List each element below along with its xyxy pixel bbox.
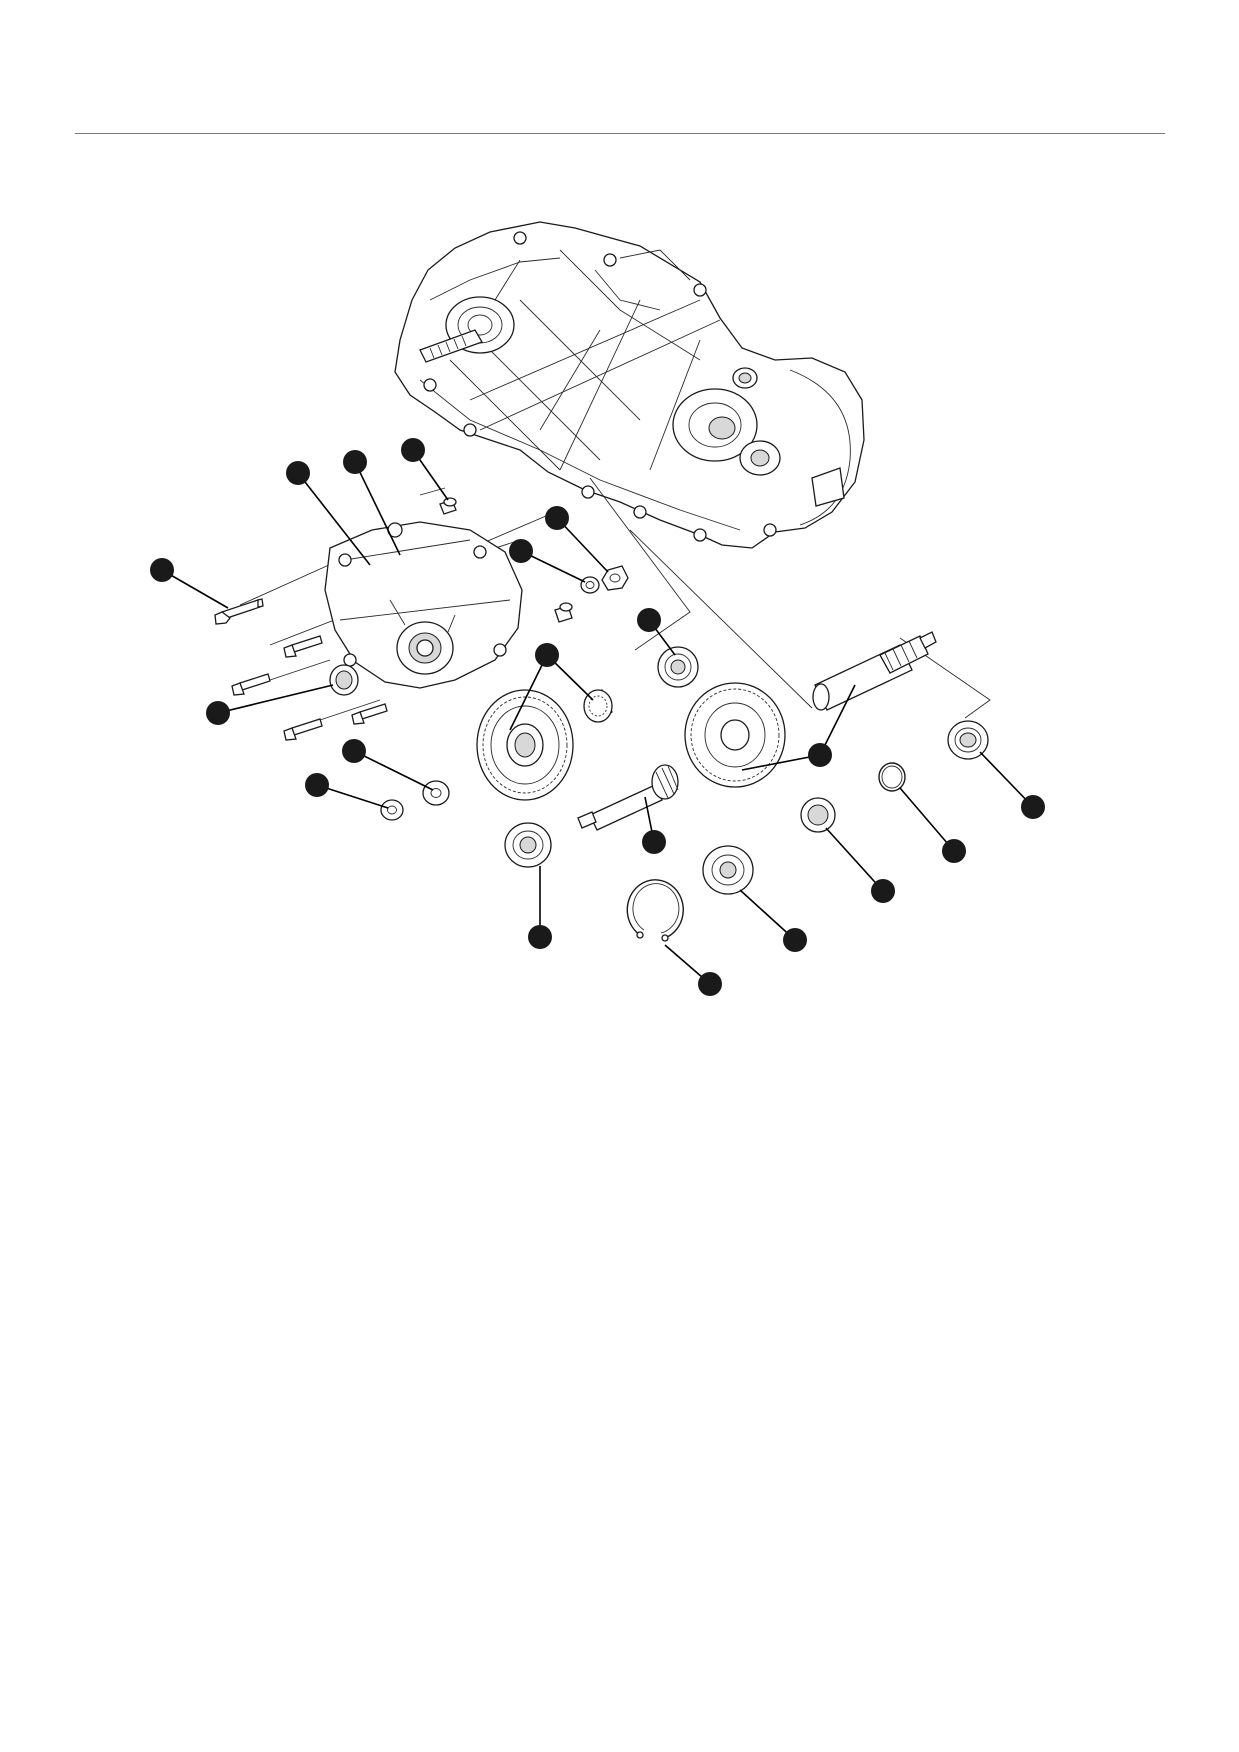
callout-marker	[783, 928, 807, 952]
callout-marker	[401, 438, 425, 462]
circlip-small	[878, 762, 906, 792]
gearbox-cover	[324, 521, 523, 689]
bearing-lower-right	[702, 845, 754, 895]
dowel-pins	[439, 497, 573, 623]
bearing-upper	[657, 646, 699, 688]
oil-seal	[329, 664, 359, 696]
callout-marker	[642, 830, 666, 854]
bearing-lower-left	[504, 822, 552, 868]
callout-marker	[343, 450, 367, 474]
nut-and-washer	[580, 565, 629, 594]
washers	[380, 780, 450, 821]
callout-marker	[528, 925, 552, 949]
driven-gear-large	[476, 689, 574, 801]
callout-marker	[637, 608, 661, 632]
callout-marker	[871, 879, 895, 903]
output-gear	[684, 682, 786, 788]
input-shaft	[577, 764, 679, 831]
circlip-large	[626, 879, 684, 942]
callout-marker	[808, 743, 832, 767]
callout-marker	[342, 739, 366, 763]
header-rule	[75, 133, 1165, 134]
callout-marker	[942, 839, 966, 863]
crankcase	[394, 221, 865, 549]
callout-marker	[150, 558, 174, 582]
callout-marker	[545, 506, 569, 530]
callout-marker	[286, 461, 310, 485]
callout-marker	[305, 773, 329, 797]
needle-bearing	[947, 720, 989, 760]
callout-marker	[206, 701, 230, 725]
callout-marker	[535, 643, 559, 667]
callout-marker	[1021, 795, 1045, 819]
cover-bolts	[214, 598, 388, 741]
output-shaft	[812, 631, 937, 711]
callout-marker	[509, 539, 533, 563]
callout-markers	[150, 438, 1045, 996]
oil-seal-right	[800, 797, 836, 833]
callout-marker	[698, 972, 722, 996]
